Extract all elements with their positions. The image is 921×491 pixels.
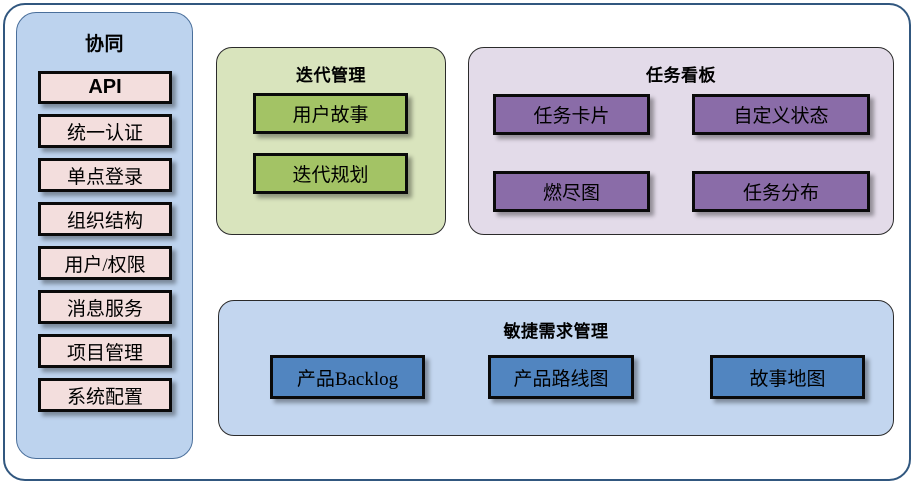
panel-collaboration-title: 协同 — [84, 34, 124, 55]
panel-task-board-title: 任务看板 — [646, 66, 716, 85]
iteration-item-iteration-planning[interactable]: 迭代规划 — [253, 153, 408, 194]
sidebar-item-api[interactable]: API — [38, 71, 172, 104]
taskboard-item-task-card[interactable]: 任务卡片 — [493, 94, 650, 135]
panel-agile-requirement-management: 敏捷需求管理 产品Backlog 产品路线图 故事地图 — [218, 300, 894, 436]
agile-item-product-roadmap[interactable]: 产品路线图 — [488, 355, 634, 399]
panel-agile-title: 敏捷需求管理 — [503, 322, 609, 341]
sidebar-item-single-sign-on[interactable]: 单点登录 — [38, 158, 172, 192]
iteration-item-user-story[interactable]: 用户故事 — [253, 93, 408, 134]
agile-item-story-map[interactable]: 故事地图 — [710, 355, 865, 399]
panel-task-board: 任务看板 任务卡片 自定义状态 燃尽图 任务分布 — [468, 47, 894, 235]
taskboard-item-burndown-chart[interactable]: 燃尽图 — [493, 171, 650, 212]
panel-iteration-management: 迭代管理 用户故事 迭代规划 — [216, 47, 446, 235]
panel-iteration-title: 迭代管理 — [296, 66, 366, 85]
taskboard-item-custom-status[interactable]: 自定义状态 — [692, 94, 870, 135]
sidebar-item-project-management[interactable]: 项目管理 — [38, 334, 172, 368]
sidebar-item-system-config[interactable]: 系统配置 — [38, 378, 172, 412]
sidebar-item-message-service[interactable]: 消息服务 — [38, 290, 172, 324]
sidebar-item-user-permission[interactable]: 用户/权限 — [38, 246, 172, 280]
taskboard-item-task-distribution[interactable]: 任务分布 — [692, 171, 870, 212]
panel-collaboration: 协同 API 统一认证 单点登录 组织结构 用户/权限 消息服务 项目管理 系统… — [16, 12, 193, 459]
sidebar-item-unified-auth[interactable]: 统一认证 — [38, 114, 172, 148]
sidebar-item-org-structure[interactable]: 组织结构 — [38, 202, 172, 236]
agile-item-product-backlog[interactable]: 产品Backlog — [270, 355, 425, 399]
